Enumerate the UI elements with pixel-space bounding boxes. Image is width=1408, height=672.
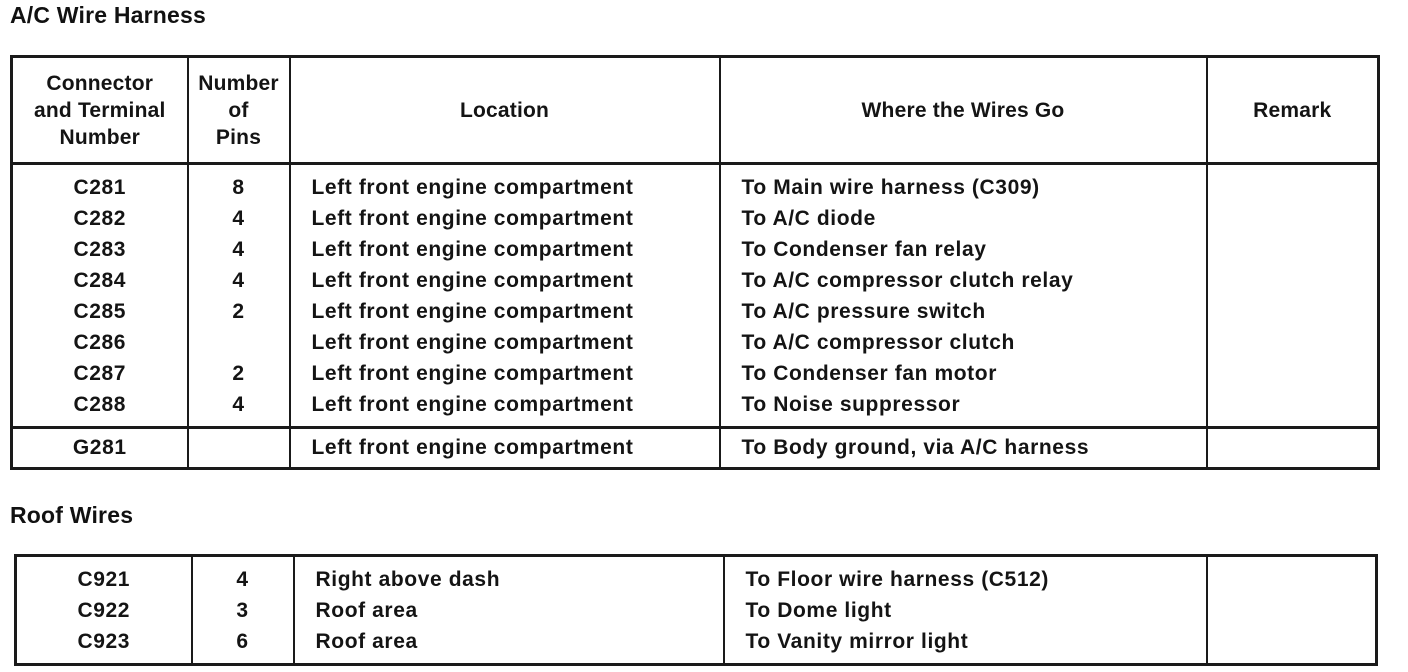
connector-cell: C283 (10, 234, 189, 265)
location-cell: Left front engine compartment (288, 426, 721, 470)
remark-cell (1205, 358, 1380, 389)
remark-cell (1205, 265, 1380, 296)
destination-cell: To Noise suppressor (718, 389, 1208, 428)
pins-cell: 4 (186, 234, 291, 265)
connector-cell: C284 (10, 265, 189, 296)
pins-cell: 3 (190, 595, 295, 626)
destination-cell: To Vanity mirror light (722, 626, 1208, 665)
ac-wire-harness-table: Connector and Terminal Number Number of … (10, 55, 1380, 470)
location-cell: Left front engine compartment (288, 358, 721, 389)
pins-cell: 4 (186, 389, 291, 428)
pins-cell: 4 (186, 203, 291, 234)
location-cell: Roof area (292, 626, 725, 665)
pins-cell: 4 (186, 265, 291, 296)
remark-cell (1205, 595, 1378, 626)
destination-cell: To Condenser fan relay (718, 234, 1208, 265)
remark-cell (1205, 426, 1380, 470)
destination-cell: To Main wire harness (C309) (718, 163, 1208, 203)
destination-cell: To A/C pressure switch (718, 296, 1208, 327)
remark-cell (1205, 327, 1380, 358)
pins-cell: 8 (186, 163, 291, 203)
section-title-ac-wire-harness: A/C Wire Harness (10, 2, 207, 28)
location-cell: Left front engine compartment (288, 265, 721, 296)
pins-cell: 2 (186, 296, 291, 327)
pins-cell: 4 (190, 555, 295, 595)
location-cell: Left front engine compartment (288, 327, 721, 358)
remark-cell (1205, 203, 1380, 234)
connector-cell: G281 (10, 426, 189, 470)
location-cell: Roof area (292, 595, 725, 626)
connector-cell: C281 (10, 163, 189, 203)
connector-cell: C923 (14, 626, 193, 665)
col-header-remark: Remark (1205, 55, 1380, 165)
pins-cell: 6 (190, 626, 295, 665)
location-cell: Left front engine compartment (288, 389, 721, 428)
destination-cell: To Dome light (722, 595, 1208, 626)
location-cell: Left front engine compartment (288, 163, 721, 203)
remark-cell (1205, 296, 1380, 327)
col-header-number-of-pins: Number of Pins (186, 55, 291, 165)
location-cell: Left front engine compartment (288, 296, 721, 327)
destination-cell: To A/C diode (718, 203, 1208, 234)
remark-cell (1205, 163, 1380, 203)
pins-cell (186, 327, 291, 358)
remark-cell (1205, 626, 1378, 665)
destination-cell: To A/C compressor clutch relay (718, 265, 1208, 296)
remark-cell (1205, 389, 1380, 428)
connector-cell: C282 (10, 203, 189, 234)
connector-cell: C288 (10, 389, 189, 428)
destination-cell: To Condenser fan motor (718, 358, 1208, 389)
connector-cell: C922 (14, 595, 193, 626)
location-cell: Left front engine compartment (288, 203, 721, 234)
table-header-row: Connector and Terminal Number Number of … (10, 55, 1380, 165)
col-header-connector-terminal-number: Connector and Terminal Number (10, 55, 189, 165)
pins-cell: 2 (186, 358, 291, 389)
remark-cell (1205, 555, 1378, 595)
location-cell: Left front engine compartment (288, 234, 721, 265)
destination-cell: To Body ground, via A/C harness (718, 426, 1208, 470)
destination-cell: To Floor wire harness (C512) (722, 555, 1208, 595)
location-cell: Right above dash (292, 555, 725, 595)
destination-cell: To A/C compressor clutch (718, 327, 1208, 358)
connector-cell: C921 (14, 555, 193, 595)
remark-cell (1205, 234, 1380, 265)
col-header-where-the-wires-go: Where the Wires Go (718, 55, 1208, 165)
connector-cell: C285 (10, 296, 189, 327)
section-title-roof-wires: Roof Wires (10, 502, 134, 528)
pins-cell (186, 426, 291, 470)
connector-cell: C287 (10, 358, 189, 389)
connector-cell: C286 (10, 327, 189, 358)
col-header-location: Location (288, 55, 721, 165)
